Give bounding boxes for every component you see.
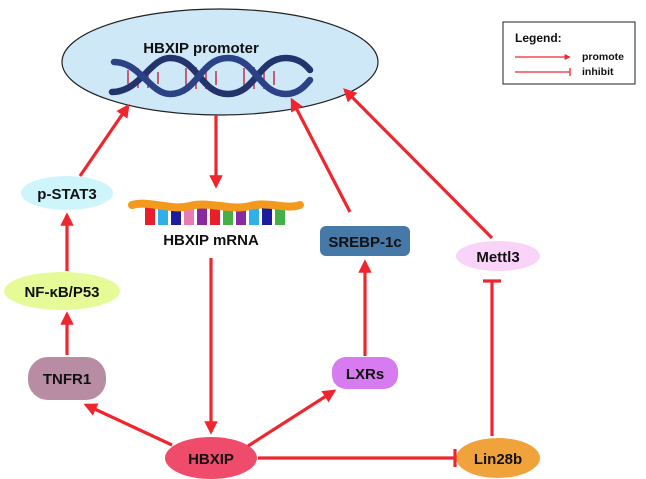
mettl3-label: Mettl3 <box>476 249 519 266</box>
pstat3-label: p-STAT3 <box>37 186 96 203</box>
pstat3-node <box>21 176 113 210</box>
nfkb-label: NF-κB/P53 <box>24 284 99 301</box>
srebp-node <box>320 226 410 256</box>
mrna-label: HBXIP mRNA <box>163 232 259 249</box>
legend: Legend: promote inhibit <box>502 21 636 85</box>
lin28b-node <box>456 438 540 478</box>
arrow-hbxip-to-tnfr1 <box>83 403 173 447</box>
nfkb-node <box>4 272 120 310</box>
lxrs-node <box>332 357 398 389</box>
lin28b-label: Lin28b <box>474 451 522 468</box>
srebp-label: SREBP-1c <box>328 234 401 251</box>
legend-inhibit-label: inhibit <box>582 66 614 78</box>
arrow-mettl3-to-promoter <box>343 88 494 240</box>
mrna-strand-icon <box>128 199 304 225</box>
arrow-pstat3-to-promoter <box>78 103 130 177</box>
tnfr1-label: TNFR1 <box>43 371 91 388</box>
arrow-hbxip-to-lxrs <box>247 389 337 448</box>
legend-title: Legend: <box>515 31 562 45</box>
hbxip-node <box>165 437 257 479</box>
lxrs-label: LXRs <box>346 366 384 383</box>
dna-helix-icon <box>108 54 314 98</box>
legend-promote-label: promote <box>582 51 624 63</box>
hbxip-label: HBXIP <box>188 451 234 468</box>
arrow-srebp-to-promoter <box>290 97 352 213</box>
promoter-label: HBXIP promoter <box>143 40 259 57</box>
mettl3-node <box>456 241 540 271</box>
tnfr1-node <box>28 357 106 400</box>
